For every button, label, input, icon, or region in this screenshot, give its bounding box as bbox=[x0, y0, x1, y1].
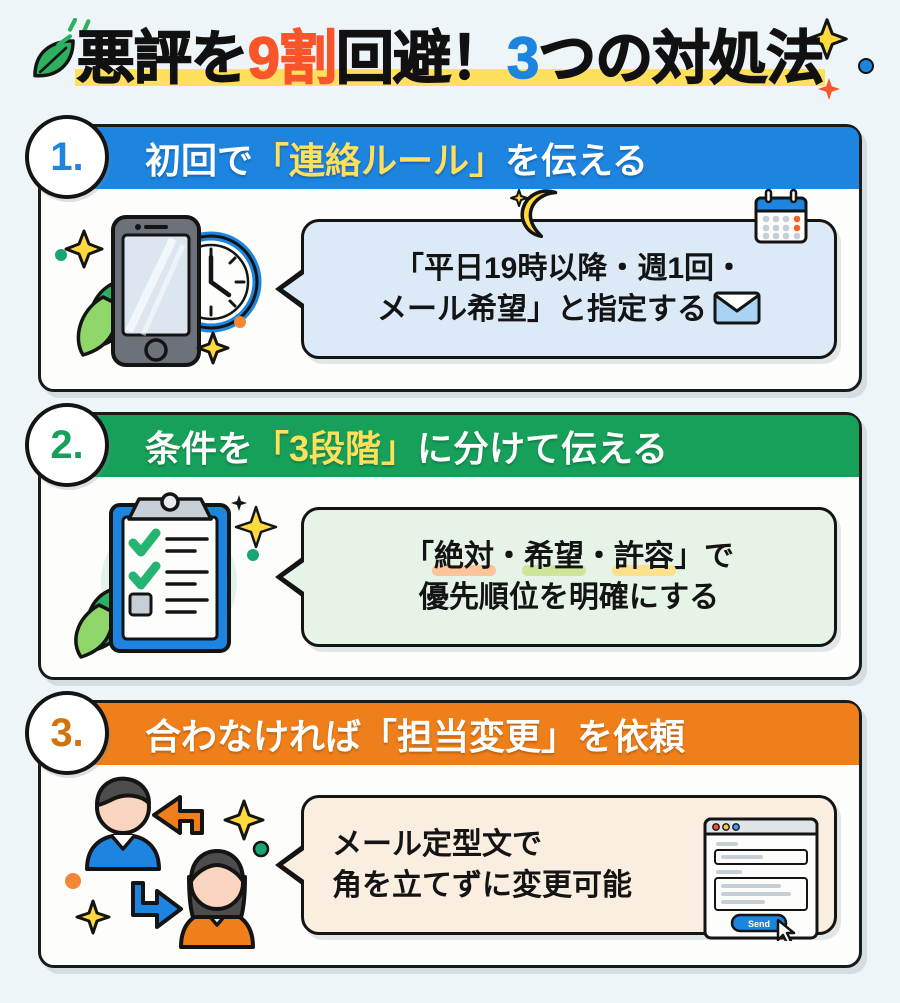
section-2-illustration bbox=[41, 477, 301, 677]
title-highlight bbox=[74, 69, 826, 86]
section-3-body: メール定型文で 角を立てずに変更可能 bbox=[41, 765, 859, 965]
section-2-bubble-line1: 「絶対・希望・許容」で bbox=[322, 536, 816, 577]
section-3-heading-post: を依頼 bbox=[577, 716, 686, 757]
section-2-bubble-line2: 優先順位を明確にする bbox=[418, 581, 720, 614]
title-text-part3: つの対処法 bbox=[538, 26, 826, 91]
title-text-part2: 回避！ bbox=[335, 26, 509, 91]
section-1-number-badge: 1. bbox=[25, 115, 109, 199]
section-1-heading: 初回で「連絡ルール」を伝える bbox=[145, 132, 648, 184]
dot-decoration-blue bbox=[858, 58, 874, 74]
cursor-icon bbox=[776, 918, 796, 941]
marker-kyoyou: 許容 bbox=[612, 536, 676, 577]
sparkle-icon bbox=[75, 899, 111, 935]
section-card-2: 2. 条件を「3段階」に分けて伝える bbox=[25, 403, 862, 680]
section-3-bubble: メール定型文で 角を立てずに変更可能 bbox=[301, 795, 837, 941]
sparkle-small-icon bbox=[818, 78, 840, 100]
section-1-bubble-line1: 「平日19時以降・週1回・ bbox=[393, 251, 745, 285]
section-2-heading-post: に分けて伝える bbox=[417, 428, 668, 469]
unchecked-box-icon bbox=[128, 592, 153, 617]
person-female-icon bbox=[179, 849, 255, 949]
sparkle-icon bbox=[234, 505, 278, 549]
section-1-body: 「平日19時以降・週1回・ メール希望」と指定する bbox=[41, 188, 859, 389]
title-accent-9wari: 9割 bbox=[247, 26, 338, 91]
section-2-heading: 条件を「3段階」に分けて伝える bbox=[145, 420, 668, 472]
dot-decoration-green bbox=[252, 840, 270, 858]
sparkle-icon bbox=[223, 799, 265, 841]
leaf-icon bbox=[33, 39, 75, 78]
page-header: 悪評を9割回避！3つの対処法 bbox=[0, 0, 900, 118]
section-3-header: 3. 合わなければ「担当変更」を依頼 bbox=[25, 691, 859, 775]
section-2-number-badge: 2. bbox=[25, 403, 109, 487]
quote-open: 「 bbox=[404, 539, 434, 573]
calendar-icon bbox=[754, 188, 808, 244]
sparkle-small-icon bbox=[231, 495, 247, 511]
section-1-bubble: 「平日19時以降・週1回・ メール希望」と指定する bbox=[301, 188, 837, 359]
section-1-header: 1. 初回で「連絡ルール」を伝える bbox=[25, 115, 859, 199]
section-1-heading-highlight: 「連絡ルール」 bbox=[253, 140, 506, 181]
motion-lines-icon bbox=[56, 18, 91, 47]
dot-decoration-green bbox=[247, 549, 259, 561]
section-3-number-badge: 3. bbox=[25, 691, 109, 775]
person-male-icon bbox=[85, 776, 161, 871]
send-button: Send bbox=[730, 913, 788, 933]
send-button-label: Send bbox=[748, 919, 770, 929]
section-3-heading-pre: 合わなければ bbox=[145, 716, 362, 757]
envelope-icon bbox=[713, 291, 761, 325]
section-1-bubble-line2-row: メール希望」と指定する bbox=[322, 289, 816, 330]
arrow-right-icon bbox=[131, 881, 183, 929]
section-2-body: 「絶対・希望・許容」で 優先順位を明確にする bbox=[41, 477, 859, 677]
title-text-part1: 悪評を bbox=[76, 26, 250, 91]
section-3-heading-highlight: 「担当変更」 bbox=[361, 716, 578, 757]
section-2-heading-pre: 条件を bbox=[145, 428, 254, 469]
separator-1: ・ bbox=[494, 539, 524, 573]
section-3-heading: 合わなければ「担当変更」を依頼 bbox=[145, 708, 685, 760]
section-3-illustration bbox=[41, 765, 301, 965]
section-2-heading-highlight: 「3段階」 bbox=[253, 428, 418, 469]
separator-2: ・ bbox=[584, 539, 614, 573]
section-2-bubble: 「絶対・希望・許容」で 優先順位を明確にする bbox=[301, 507, 837, 647]
section-3-bubble-line1: メール定型文で bbox=[332, 827, 542, 861]
section-card-1: 1. 初回で「連絡ルール」を伝える bbox=[25, 115, 862, 392]
sparkle-icon bbox=[64, 229, 104, 269]
dot-decoration-orange bbox=[65, 873, 81, 889]
dot-decoration-green bbox=[55, 249, 67, 261]
smartphone-icon bbox=[111, 215, 201, 367]
section-1-illustration bbox=[41, 189, 301, 389]
check-icon bbox=[128, 528, 161, 590]
moon-icon bbox=[510, 189, 558, 239]
section-1-bubble-line2: メール希望」と指定する bbox=[377, 293, 707, 326]
dot-decoration-orange bbox=[234, 316, 246, 328]
marker-zettai: 絶対 bbox=[432, 536, 496, 577]
arrow-left-icon bbox=[152, 795, 204, 835]
section-1-heading-post: を伝える bbox=[505, 140, 648, 181]
quote-close: 」で bbox=[674, 539, 734, 573]
page-title: 悪評を9割回避！3つの対処法 bbox=[73, 29, 828, 88]
title-accent-3: 3 bbox=[506, 26, 540, 91]
browser-window-icon: Send bbox=[703, 817, 819, 941]
section-card-3: 3. 合わなければ「担当変更」を依頼 bbox=[25, 691, 862, 968]
sparkle-icon bbox=[196, 331, 230, 365]
section-2-header: 2. 条件を「3段階」に分けて伝える bbox=[25, 403, 859, 487]
section-1-heading-pre: 初回で bbox=[145, 140, 254, 181]
section-3-bubble-line2: 角を立てずに変更可能 bbox=[332, 869, 632, 902]
sparkle-icon bbox=[806, 18, 848, 60]
marker-kibou: 希望 bbox=[522, 536, 586, 577]
